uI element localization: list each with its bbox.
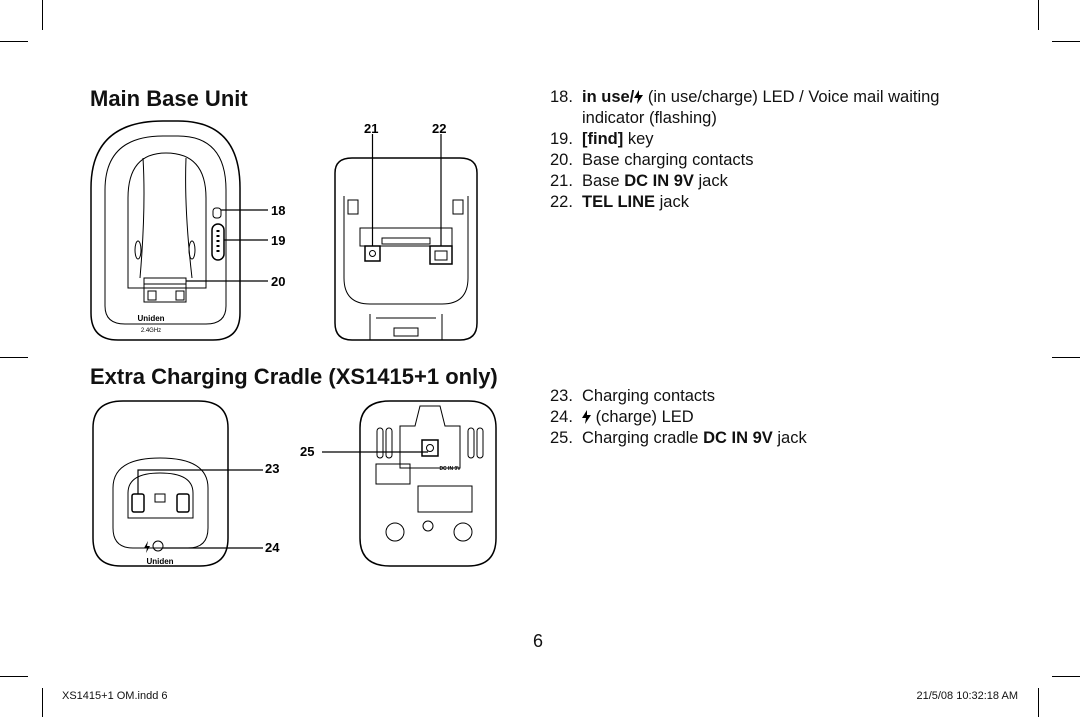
list-item: 24. (charge) LED bbox=[550, 407, 980, 428]
list-item-cont: indicator (flashing) bbox=[550, 108, 980, 129]
charge-led bbox=[152, 540, 164, 552]
item-bold: in use/ bbox=[582, 88, 635, 106]
item-post: jack bbox=[772, 429, 807, 447]
list-item: 23. Charging contacts bbox=[550, 386, 980, 407]
cradle-dc-in-jack bbox=[421, 439, 439, 457]
list-item: 19. [find] key bbox=[550, 129, 980, 150]
cradle-brand-logo: Uniden bbox=[146, 557, 173, 566]
crop-mark bbox=[1052, 41, 1080, 42]
crop-mark bbox=[42, 688, 43, 717]
item-continuation: indicator (flashing) bbox=[582, 109, 717, 127]
item-number: 20. bbox=[550, 151, 573, 169]
crop-mark bbox=[42, 0, 43, 30]
item-number: 21. bbox=[550, 172, 573, 190]
callout-21: 21 bbox=[364, 121, 378, 136]
item-bold: DC IN 9V bbox=[624, 172, 694, 190]
item-post: jack bbox=[693, 172, 728, 190]
item-text: [find] key bbox=[582, 129, 654, 150]
crop-mark bbox=[1052, 357, 1080, 358]
footer-left: XS1415+1 OM.indd 6 bbox=[62, 690, 168, 702]
item-number: 23. bbox=[550, 387, 573, 405]
crop-mark bbox=[0, 41, 28, 42]
item-pre: Base bbox=[582, 172, 625, 190]
base-parts-list: 18. in use/ (in use/charge) LED / Voice … bbox=[550, 87, 980, 213]
callout-25: 25 bbox=[300, 444, 314, 459]
find-key bbox=[211, 223, 225, 261]
item-text: Base DC IN 9V jack bbox=[582, 171, 728, 192]
item-post: (in use/charge) LED / Voice mail waiting bbox=[643, 88, 940, 106]
item-text: TEL LINE jack bbox=[582, 192, 689, 213]
tel-line-jack bbox=[429, 245, 453, 265]
item-pre: Charging cradle bbox=[582, 429, 704, 447]
main-base-unit-heading: Main Base Unit bbox=[90, 86, 248, 111]
freq-label: 2.4GHz bbox=[141, 328, 161, 334]
crop-mark bbox=[1052, 676, 1080, 677]
callout-18: 18 bbox=[271, 203, 285, 218]
item-number: 19. bbox=[550, 130, 573, 148]
list-item: 18. in use/ (in use/charge) LED / Voice … bbox=[550, 87, 980, 108]
page-number: 6 bbox=[533, 631, 544, 651]
item-post: jack bbox=[655, 193, 689, 211]
item-text: in use/ (in use/charge) LED / Voice mail… bbox=[582, 87, 939, 108]
item-bold: [find] bbox=[582, 130, 624, 148]
list-item: 21. Base DC IN 9V jack bbox=[550, 171, 980, 192]
dc-in-jack bbox=[364, 245, 381, 262]
item-number: 24. bbox=[550, 408, 573, 426]
bolt-icon bbox=[634, 90, 644, 104]
brand-logo: Uniden bbox=[137, 314, 164, 323]
item-number: 25. bbox=[550, 429, 573, 447]
base-unit-front-illustration: Uniden 2.4GHz 18 19 20 bbox=[90, 120, 285, 341]
item-number: 18. bbox=[550, 88, 573, 106]
dc-in-label: DC IN 9V bbox=[439, 466, 461, 472]
base-unit-bottom-illustration: 21 22 bbox=[334, 121, 478, 341]
footer-right: 21/5/08 10:32:18 AM bbox=[916, 690, 1018, 702]
item-text: (charge) LED bbox=[582, 407, 694, 428]
item-number: 22. bbox=[550, 193, 573, 211]
item-bold: DC IN 9V bbox=[703, 429, 773, 447]
item-text: Charging contacts bbox=[582, 387, 715, 405]
cradle-front-illustration: Uniden 23 24 bbox=[92, 400, 280, 567]
crop-mark bbox=[0, 676, 28, 677]
bolt-icon bbox=[582, 410, 591, 424]
in-use-led bbox=[212, 207, 222, 219]
callout-24: 24 bbox=[265, 540, 280, 555]
item-bold: TEL LINE bbox=[582, 193, 656, 211]
cradle-bottom-illustration: 25 DC IN 9V bbox=[300, 400, 497, 567]
item-text: Charging cradle DC IN 9V jack bbox=[582, 428, 807, 449]
crop-mark bbox=[1038, 688, 1039, 717]
callout-22: 22 bbox=[432, 121, 446, 136]
item-post: (charge) LED bbox=[591, 408, 694, 426]
extra-cradle-heading: Extra Charging Cradle (XS1415+1 only) bbox=[90, 364, 498, 389]
list-item: 20. Base charging contacts bbox=[550, 150, 980, 171]
item-post: key bbox=[623, 130, 654, 148]
callout-20: 20 bbox=[271, 274, 285, 289]
crop-mark bbox=[0, 357, 28, 358]
list-item: 22. TEL LINE jack bbox=[550, 192, 980, 213]
cradle-parts-list: 23. Charging contacts 24. (charge) LED 2… bbox=[550, 386, 980, 449]
item-text: Base charging contacts bbox=[582, 151, 754, 169]
callout-19: 19 bbox=[271, 233, 285, 248]
list-item: 25. Charging cradle DC IN 9V jack bbox=[550, 428, 980, 449]
crop-mark bbox=[1038, 0, 1039, 30]
callout-23: 23 bbox=[265, 461, 279, 476]
